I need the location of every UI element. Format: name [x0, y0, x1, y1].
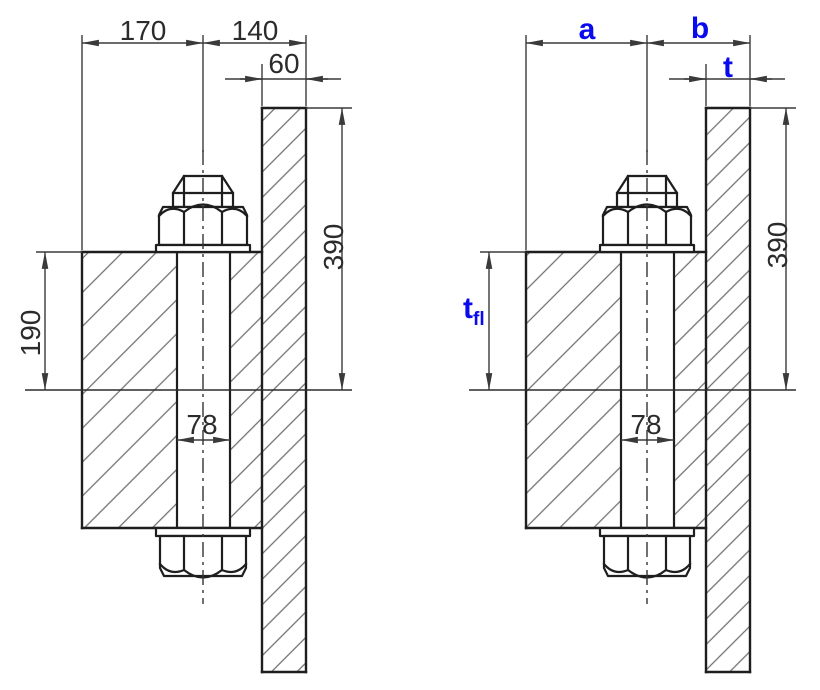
dim-label-t: t [723, 51, 733, 84]
drawing-symbolic [469, 35, 796, 674]
dim-label-78-left: 78 [186, 409, 217, 440]
dim-label-78-right: 78 [630, 409, 661, 440]
dim-label-tfl-main: t [463, 292, 473, 325]
extension-lines [36, 35, 352, 253]
dim-label-tfl: tfl [463, 292, 485, 330]
dim-label-a: a [579, 13, 596, 46]
dim-label-390-right: 390 [762, 222, 793, 269]
dim-label-tfl-subscript: fl [473, 309, 485, 330]
dim-label-140: 140 [232, 15, 279, 46]
dim-label-60: 60 [268, 48, 299, 79]
drawing-dimensioned [25, 35, 352, 674]
dim-label-b: b [691, 12, 709, 45]
dim-label-170: 170 [120, 15, 167, 46]
dim-label-390-left: 390 [318, 224, 349, 271]
dim-label-190: 190 [15, 310, 46, 357]
